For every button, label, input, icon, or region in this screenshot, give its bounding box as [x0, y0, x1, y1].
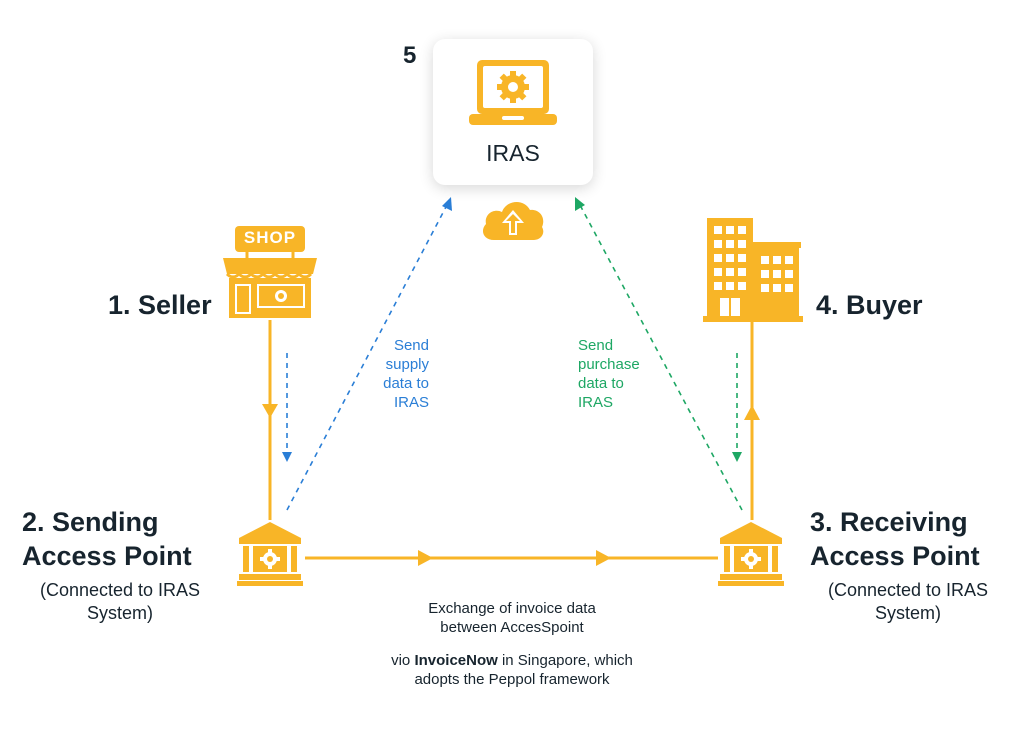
exchange-arrow-2 — [596, 550, 611, 566]
sending-sub-line2: System) — [86, 603, 153, 623]
purchase-line4: IRAS — [578, 394, 614, 411]
receiving-sub-line1: (Connected to IRAS — [827, 580, 989, 600]
sending-to-iras-dashed — [286, 204, 448, 511]
purchase-line1: Send — [578, 337, 614, 354]
receiving-sub-line2: System) — [874, 603, 941, 623]
purchase-line3: data to — [578, 375, 624, 392]
receiving-title-line1: 3. Receiving — [810, 507, 968, 537]
cloud-upload-icon — [482, 201, 544, 240]
seller-title: 1. Seller — [108, 290, 212, 320]
exchange-line3: vio InvoiceNow in Singapore, which — [342, 651, 682, 670]
iras-step-number: 5 — [403, 42, 417, 69]
bank-gear-icon-receiving — [718, 522, 784, 586]
receiving-to-iras-arrow — [575, 197, 585, 211]
supply-line4: IRAS — [393, 394, 429, 411]
seller-to-sending-dashed-arrow — [282, 452, 292, 462]
exchange-line1: Exchange of invoice data — [428, 600, 596, 617]
receiving-to-buyer-arrow — [744, 405, 760, 420]
buyer-to-receiving-dashed-arrow — [732, 452, 742, 462]
supply-line3: data to — [383, 375, 429, 392]
laptop-gear-icon — [469, 60, 557, 125]
supply-line2: supply — [385, 356, 429, 373]
exchange-arrow-1 — [418, 550, 433, 566]
purchase-line2: purchase — [578, 356, 640, 373]
exchange-line3-prefix: vio — [391, 652, 415, 669]
exchange-description: Exchange of invoice data between AccesSp… — [342, 599, 682, 689]
buyer-title: 4. Buyer — [816, 290, 923, 320]
sending-title-line2: Access Point — [22, 541, 192, 571]
exchange-line3-suffix: in Singapore, which — [497, 652, 633, 669]
sending-access-point: 2. Sending Access Point (Connected to IR… — [22, 505, 218, 625]
receiving-to-iras-dashed — [579, 204, 743, 511]
iras-label: IRAS — [486, 140, 540, 166]
seller-to-sending-arrow — [262, 404, 278, 418]
supply-flow-label: Send supply data to IRAS — [349, 336, 429, 412]
receiving-title-line2: Access Point — [810, 541, 980, 571]
receiving-access-point: 3. Receiving Access Point (Connected to … — [810, 505, 1006, 625]
exchange-line4: adopts the Peppol framework — [414, 671, 610, 688]
sending-to-iras-arrow — [442, 197, 452, 211]
exchange-line2: between AccesSpoint — [440, 619, 584, 636]
purchase-flow-label: Send purchase data to IRAS — [578, 336, 668, 412]
invoicenow-label: InvoiceNow — [414, 652, 498, 669]
buildings-icon — [703, 218, 803, 322]
sending-sub-line1: (Connected to IRAS — [39, 580, 201, 600]
bank-gear-icon-sending — [237, 522, 303, 586]
supply-line1: Send — [393, 337, 429, 354]
shop-sign: SHOP — [243, 228, 297, 247]
sending-title-line1: 2. Sending — [22, 507, 159, 537]
shop-icon — [223, 226, 317, 318]
